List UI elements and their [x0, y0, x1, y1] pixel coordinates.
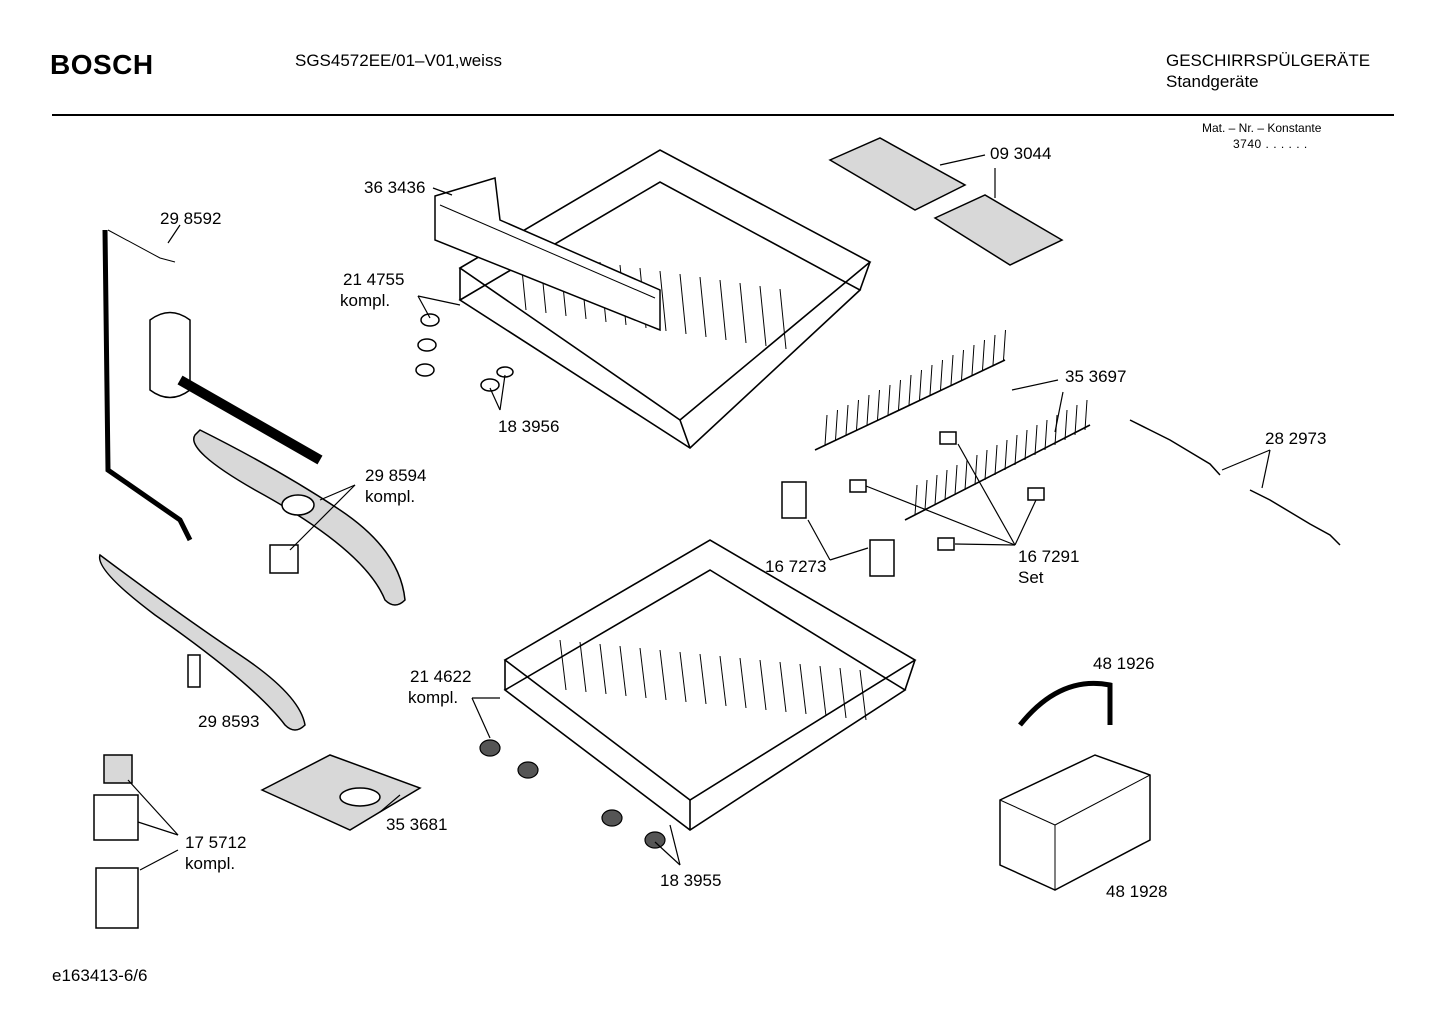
- upper-basket: [434, 149, 872, 450]
- cutlery-tray-parts: [828, 137, 1064, 266]
- part-number: 29 8594: [365, 466, 426, 485]
- brand-logo: BOSCH: [50, 49, 154, 80]
- tine-racks: [814, 329, 1091, 521]
- part-number: 21 4755: [343, 270, 404, 289]
- lower-basket-wheels: [479, 739, 666, 849]
- material-number-label: Mat. – Nr. – Konstante: [1202, 121, 1322, 135]
- part-number: 29 8593: [198, 712, 259, 731]
- part-note: kompl.: [408, 688, 458, 707]
- material-number-value: 3740 . . . . . .: [1233, 137, 1308, 151]
- part-number: 48 1928: [1106, 882, 1167, 901]
- part-number: 16 7273: [765, 557, 826, 576]
- category-subtitle: Standgeräte: [1166, 72, 1259, 91]
- model-number: SGS4572EE/01–V01,weiss: [295, 51, 502, 70]
- part-number: 35 3697: [1065, 367, 1126, 386]
- drawing-id: e163413-6/6: [52, 966, 148, 985]
- part-number: 18 3956: [498, 417, 559, 436]
- clips-and-holders: [781, 431, 1045, 577]
- lower-basket: [503, 539, 917, 831]
- part-number: 29 8592: [160, 209, 221, 228]
- category-title: GESCHIRRSPÜLGERÄTE: [1166, 51, 1371, 70]
- part-note: kompl.: [365, 487, 415, 506]
- part-note: kompl.: [185, 854, 235, 873]
- part-number: 17 5712: [185, 833, 246, 852]
- part-number: 18 3955: [660, 871, 721, 890]
- part-note: Set: [1018, 568, 1044, 587]
- part-note: kompl.: [340, 291, 390, 310]
- part-number: 16 7291: [1018, 547, 1079, 566]
- part-number: 35 3681: [386, 815, 447, 834]
- upper-basket-wheels: [415, 313, 514, 392]
- part-number: 21 4622: [410, 667, 471, 686]
- filter-parts: [93, 754, 139, 929]
- spray-system-parts: [98, 229, 406, 731]
- cutlery-basket: [999, 680, 1151, 891]
- part-number: 36 3436: [364, 178, 425, 197]
- header-divider: [52, 114, 1394, 116]
- part-number: 28 2973: [1265, 429, 1326, 448]
- stair-parts: [1129, 419, 1341, 546]
- leader-lines: [127, 154, 1271, 871]
- part-number: 48 1926: [1093, 654, 1154, 673]
- part-labels: 36 3436 21 4755 kompl. 18 3956 09 3044 2…: [160, 144, 1326, 901]
- part-number: 09 3044: [990, 144, 1051, 163]
